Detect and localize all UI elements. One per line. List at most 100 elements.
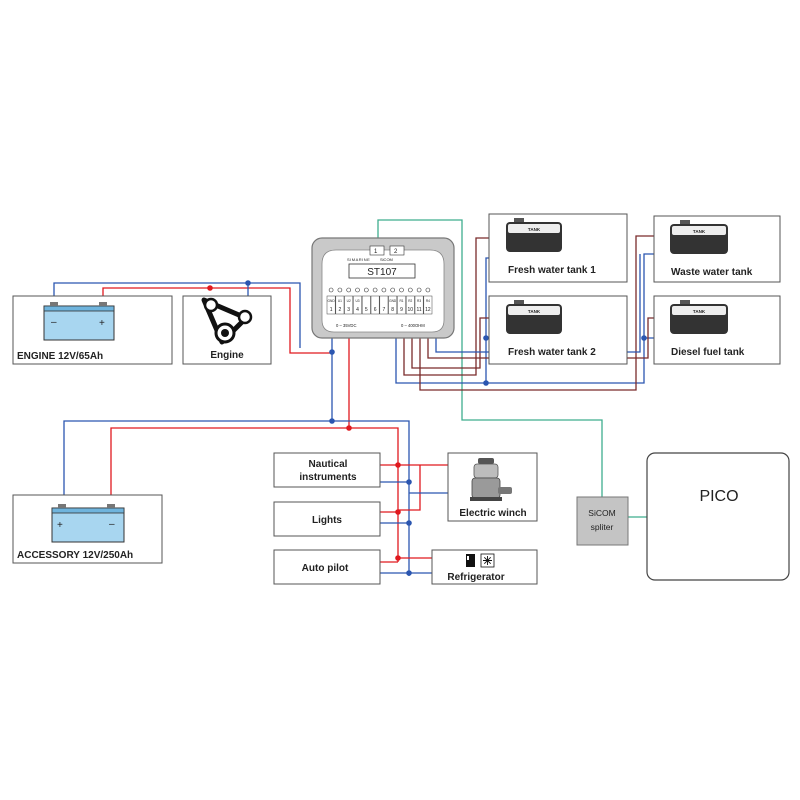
terminal-pin[interactable] (344, 295, 354, 315)
tank-tag: TANK (528, 309, 541, 314)
terminal-screw (363, 287, 369, 293)
tank-tag: TANK (693, 309, 706, 314)
load-refrigerator: Refrigerator (431, 549, 538, 585)
terminal-pin[interactable] (326, 295, 336, 315)
terminal-screw (346, 287, 352, 293)
engine-belt-icon (201, 297, 253, 345)
battery-icon (43, 302, 115, 341)
engine-block: Engine (182, 295, 272, 365)
junction-dot (329, 349, 335, 355)
junction-dot (483, 380, 489, 386)
waste-label: Waste water tank (671, 267, 753, 278)
terminal-pin-number: 12 (425, 307, 431, 313)
accessory-battery-label: ACCESSORY 12V/250Ah (17, 550, 133, 561)
terminal-screw (355, 287, 360, 293)
terminal-pin-tag: U2 (347, 299, 351, 303)
terminal-screw (337, 287, 343, 293)
engine-battery-pos-wire (102, 287, 334, 354)
terminal-pin-tag: R2 (408, 299, 412, 303)
tank-diesel-fuel: TANK Diesel fuel tank (653, 295, 781, 365)
terminal-pin[interactable] (388, 295, 398, 315)
junction-dot (207, 285, 213, 291)
junction-dot (406, 479, 412, 485)
battery-icon (51, 504, 125, 543)
junction-dot (406, 520, 412, 526)
terminal-pin-tag: R4 (426, 299, 430, 303)
terminal-pin[interactable] (405, 295, 415, 315)
tank-tag: TANK (528, 227, 541, 232)
controller-model: ST107 (367, 267, 397, 278)
engine-battery-neg-wire (53, 282, 301, 348)
terminal-pin-number: 9 (400, 307, 403, 313)
lights-label: Lights (312, 515, 342, 526)
junction-dot (395, 555, 401, 561)
terminal-pin[interactable] (353, 295, 362, 315)
terminal-screw (372, 287, 378, 293)
controller-display (348, 263, 416, 279)
fresh1-label: Fresh water tank 1 (508, 265, 596, 276)
controller-port-1[interactable] (369, 245, 385, 256)
terminal-pin-number: 10 (408, 307, 414, 313)
controller-port-2-label: 2 (394, 249, 398, 255)
fridge-label: Refrigerator (447, 572, 504, 583)
terminal-screw (328, 287, 334, 293)
engine-label: Engine (210, 350, 244, 361)
terminal-pin[interactable] (414, 295, 424, 315)
load-auto-pilot: Auto pilot (273, 549, 381, 585)
pico-monitor: PICO (646, 452, 790, 581)
junction-dot (395, 462, 401, 468)
terminal-pin-tag: U3 (355, 299, 359, 303)
tank-waste-water: TANK Waste water tank (653, 215, 781, 283)
controller-brand: SIMARINE (347, 257, 370, 262)
fresh2-label: Fresh water tank 2 (508, 347, 596, 358)
fresh1-sender-wire (403, 237, 492, 376)
terminal-pin-number: 8 (391, 307, 394, 313)
terminal-screw (416, 287, 422, 293)
nautical-label-line2: instruments (299, 472, 357, 483)
junction-dot (641, 335, 647, 341)
battery-neg-sign: – (51, 317, 57, 328)
terminal-pin[interactable] (397, 295, 406, 315)
engine-battery: – + ENGINE 12V/65Ah (12, 295, 173, 365)
terminal-pin-number: 3 (347, 307, 350, 313)
diesel-label: Diesel fuel tank (671, 347, 745, 358)
terminal-pin[interactable] (361, 295, 371, 315)
terminal-pin-tag: GND (328, 299, 336, 303)
sicom-bus-wire (377, 219, 603, 497)
accessory-battery: + – ACCESSORY 12V/250Ah (12, 494, 163, 564)
junction-dot (395, 509, 401, 515)
terminal-screw (381, 287, 387, 293)
terminal-screw (425, 287, 431, 293)
terminal-pin[interactable] (370, 295, 380, 315)
terminal-pin-number: 4 (356, 307, 359, 313)
controller-voltage-range: 0 – 35VDC (336, 323, 356, 328)
engine-battery-label: ENGINE 12V/65Ah (17, 351, 103, 362)
pico-label: PICO (699, 488, 738, 505)
junction-dot (483, 335, 489, 341)
controller-port-1-label: 1 (374, 249, 378, 255)
tank-icon (506, 218, 562, 252)
junction-dot (245, 280, 251, 286)
terminal-pin[interactable] (379, 295, 389, 315)
terminal-pin[interactable] (423, 295, 433, 315)
waste-sender-wire (419, 235, 655, 391)
splitter-label-line2: spliter (591, 522, 614, 532)
load-electric-winch: Electric winch (447, 452, 538, 522)
terminal-pin-tag: R1 (399, 299, 403, 303)
terminal-pin-number: 6 (374, 307, 377, 313)
controller-neg-wire (63, 338, 333, 505)
junction-dot (346, 425, 352, 431)
terminal-screw (390, 287, 396, 293)
terminal-pin[interactable] (335, 295, 345, 315)
diesel-sender-wire (427, 317, 655, 359)
battery-pos-sign: + (57, 520, 63, 531)
junction-dot (406, 570, 412, 576)
terminal-pin-number: 2 (339, 307, 342, 313)
tank-tag: TANK (693, 229, 706, 234)
terminal-pin-tag: GND (389, 299, 397, 303)
controller-port-2[interactable] (389, 245, 405, 256)
terminal-pin-number: 7 (383, 307, 386, 313)
